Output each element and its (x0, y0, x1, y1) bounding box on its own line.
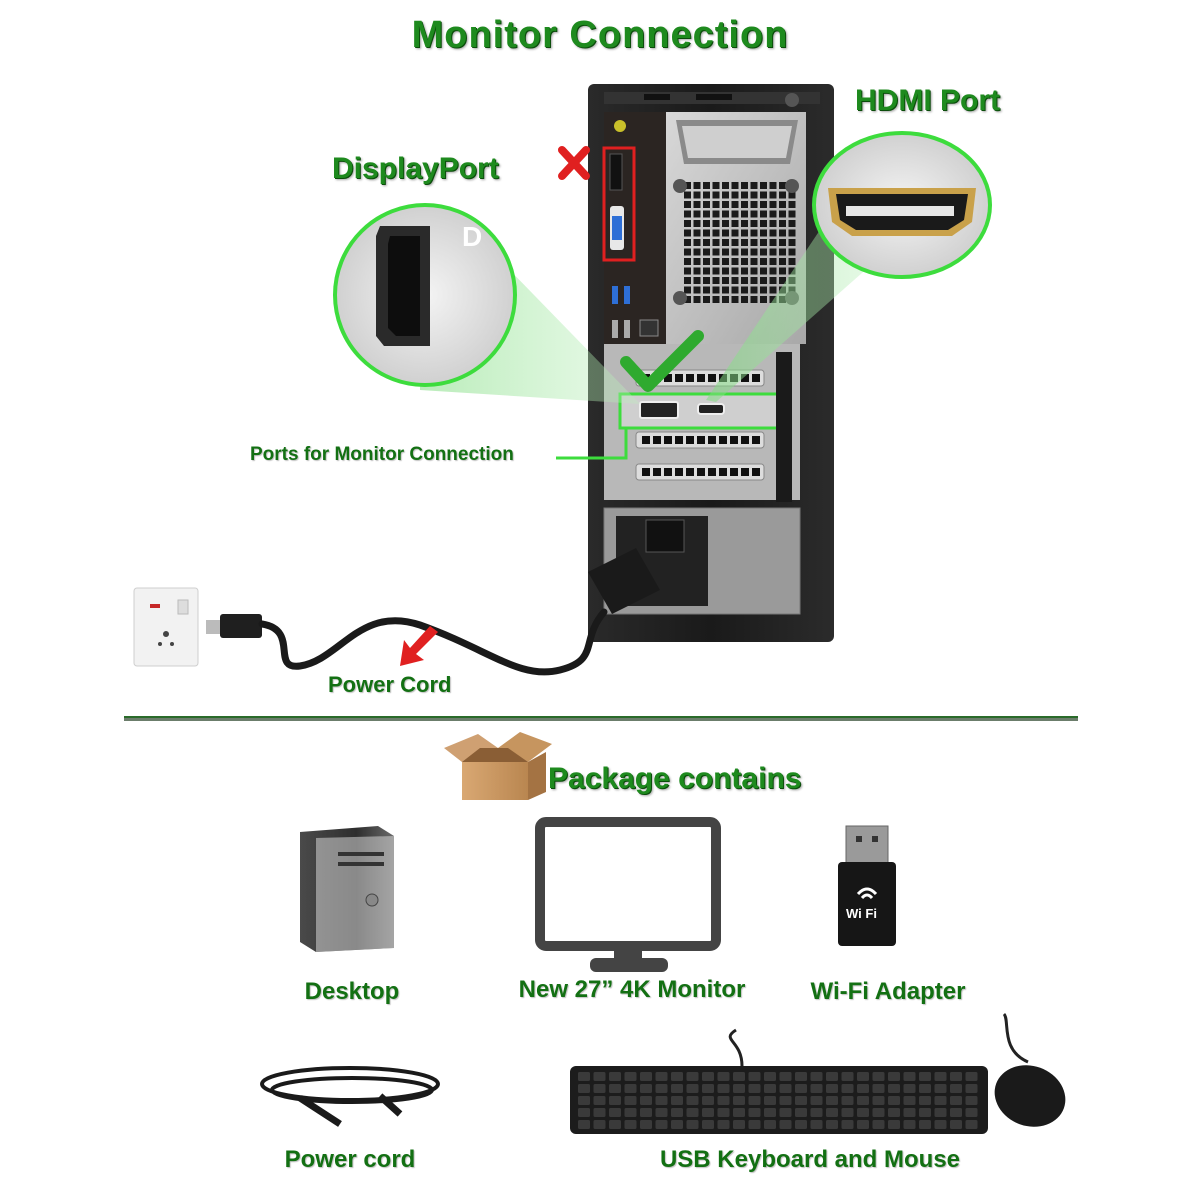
package-item-monitor: New 27” 4K Monitor (518, 976, 746, 1003)
displayport-label: DisplayPort (332, 152, 499, 185)
wall-socket-icon (133, 587, 199, 667)
package-item-wifi-adapter: Wi-Fi Adapter (810, 978, 966, 1005)
keyboard-icon (570, 1028, 988, 1134)
displayport-zoom: D (333, 203, 517, 387)
power-cord-cable (206, 608, 608, 676)
red-arrow-icon (400, 626, 438, 666)
power-plug-iec (588, 548, 660, 614)
package-item-keyboard-mouse: USB Keyboard and Mouse (659, 1146, 961, 1173)
package-item-power-cord: Power cord (284, 1146, 416, 1173)
gpu-hdmi-port (697, 403, 725, 415)
power-cord-icon (260, 1066, 440, 1127)
fan-grille (684, 182, 796, 303)
gpu-displayport (639, 401, 679, 419)
page-title: Monitor Connection (411, 14, 789, 56)
hdmi-port-label: HDMI Port (855, 84, 1000, 117)
wifi-adapter-icon (838, 825, 896, 946)
package-box-icon (444, 732, 552, 800)
power-cord-label: Power Cord (328, 672, 452, 697)
mouse-icon (994, 1012, 1066, 1127)
red-x-icon (558, 146, 590, 180)
green-check-icon (620, 330, 704, 392)
wifi-badge-text: Wi Fi (846, 906, 877, 921)
monitor-icon (535, 817, 721, 972)
desktop-tower-icon (300, 826, 394, 952)
hdmi-zoom (812, 131, 992, 279)
onboard-ports-highlight (602, 146, 636, 262)
displayport-logo-icon: D (462, 221, 482, 252)
ports-for-monitor-label: Ports for Monitor Connection (250, 444, 514, 465)
desktop-rear-panel (588, 84, 834, 642)
section-divider (124, 716, 1078, 721)
audio-jack-icon (614, 120, 626, 132)
package-item-desktop: Desktop (304, 978, 400, 1005)
ports-leader-line (556, 428, 628, 460)
package-contains-title: Package contains (548, 762, 802, 795)
